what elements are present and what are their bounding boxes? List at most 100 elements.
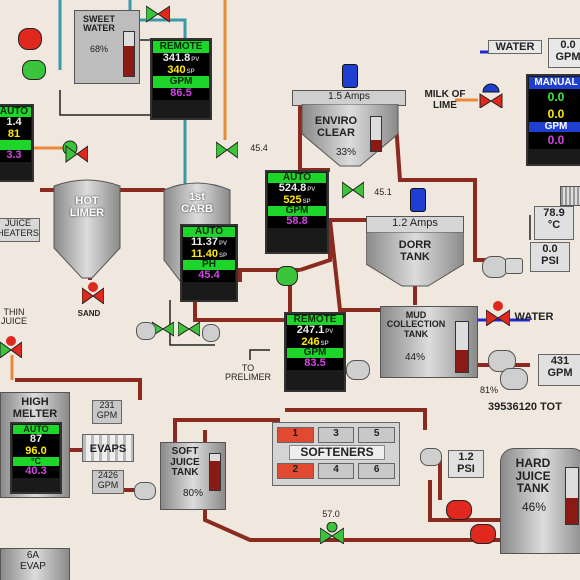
sp-value: 525 xyxy=(283,193,302,206)
valve-45-4-output: 45.4 xyxy=(250,143,268,153)
sand-label: SAND xyxy=(77,309,101,318)
pv-value: 0.0 xyxy=(529,89,580,106)
output-value: 58.8 xyxy=(268,216,326,228)
unit-label: GPM xyxy=(529,122,580,133)
softener-cell-4[interactable]: 4 xyxy=(317,463,355,479)
remote-flow-panel-1[interactable]: REMOTE 341.8PV 340SP GPM 86.5 xyxy=(150,38,212,120)
heater-stack xyxy=(560,186,580,206)
carb-ph-panel[interactable]: AUTO 11.37PV 11.40SP PH 45.4 xyxy=(180,224,238,302)
juice-heaters-box[interactable]: JUICE HEATERS xyxy=(0,218,40,242)
manual-lime-panel[interactable]: MANUAL 0.0 0.0 GPM 0.0 xyxy=(526,74,580,166)
softener-cell-1[interactable]: 1 xyxy=(277,427,314,443)
prelimer-pump[interactable] xyxy=(346,360,370,380)
softener-cell-3[interactable]: 3 xyxy=(317,427,355,443)
soft-juice-valve[interactable] xyxy=(319,521,345,549)
thin-juice-label: THIN JUICE xyxy=(0,307,27,327)
dorr-pump-motor[interactable] xyxy=(505,258,523,274)
soft-juice-tank[interactable]: SOFT JUICE TANK 80% xyxy=(160,442,226,510)
evap-6a-label: 6A EVAP xyxy=(20,550,46,572)
unit-label: GPM xyxy=(287,348,343,359)
panel-mode: AUTO xyxy=(0,107,31,117)
temperature-value: 78.9 xyxy=(543,207,565,219)
carb-inlet-valve[interactable] xyxy=(215,140,239,165)
output-value: 0.0 xyxy=(529,132,580,149)
sp-value: 11.40 xyxy=(191,247,218,260)
dorr-tank-label: DORR TANK xyxy=(398,239,432,263)
evaps-box[interactable]: EVAPS xyxy=(82,434,134,462)
carb-drain-valve-2[interactable] xyxy=(177,320,201,343)
softener-cell-5[interactable]: 5 xyxy=(358,427,396,443)
thin-juice-valve[interactable] xyxy=(0,336,23,363)
sweet-water-tank[interactable]: SWEET WATER 68% xyxy=(74,10,140,84)
dorr-amps-header: 1.2 Amps xyxy=(366,216,464,234)
mud-tank-level-text: 44% xyxy=(404,352,425,363)
top-left-pump-2[interactable] xyxy=(22,60,46,80)
high-melter-label: HIGH MELTER xyxy=(12,396,58,420)
panel-mode: REMOTE xyxy=(153,41,209,53)
pressure-readout: 0.0 PSI xyxy=(530,242,570,272)
evap-flow-2-unit: GPM xyxy=(97,479,119,490)
evap-flow-1-value: 231 xyxy=(99,400,115,410)
unit-label: °C xyxy=(13,457,59,467)
sp-value: 0.0 xyxy=(529,105,580,123)
hot-limer-inlet-valve[interactable] xyxy=(62,140,89,169)
carb-recirc-pump[interactable] xyxy=(136,322,156,340)
pressure-value: 0.0 xyxy=(542,243,558,255)
mud-tank-water-valve[interactable] xyxy=(485,300,511,331)
mud-collection-tank[interactable]: MUD COLLECTION TANK 44% xyxy=(380,306,478,378)
panel-mode: AUTO xyxy=(183,227,235,237)
mud-tank-level-bar xyxy=(455,321,469,373)
softener-cell-2[interactable]: 2 xyxy=(277,463,314,479)
remote-flow-panel-2[interactable]: REMOTE 247.1PV 246SP GPM 83.5 xyxy=(284,312,346,392)
valve-45-1-output: 45.1 xyxy=(374,187,392,197)
dorr-tank-vessel[interactable] xyxy=(366,232,464,288)
hard-juice-pump-1[interactable] xyxy=(446,500,472,520)
softeners-bank[interactable]: 1 3 5 SOFTENERS 2 4 6 xyxy=(272,422,400,486)
evap-flow-1-unit: GPM xyxy=(96,409,118,420)
first-carb-label: 1st CARB xyxy=(181,191,213,215)
evap-pump[interactable] xyxy=(134,482,156,500)
pv-value: 87 xyxy=(13,433,59,446)
softener-pressure-unit: PSI xyxy=(457,463,475,476)
hard-juice-tank[interactable]: HARD JUICE TANK 46% xyxy=(500,448,580,554)
unit-label: GPM xyxy=(268,206,326,217)
enviro-clear-agitator[interactable] xyxy=(342,64,358,88)
enviro-clear-outlet-valve[interactable] xyxy=(341,180,365,205)
hot-limer-vessel[interactable] xyxy=(52,178,122,288)
carb-pump-motor[interactable] xyxy=(276,266,298,286)
temperature-readout: 78.9 °C xyxy=(534,206,574,240)
temperature-unit: °C xyxy=(547,219,561,232)
softeners-label: SOFTENERS xyxy=(289,445,385,460)
soft-juice-level-bar xyxy=(209,453,221,491)
evap-6a[interactable]: 6A EVAP xyxy=(0,548,70,580)
left-auto-panel[interactable]: AUTO 1.4 81 3.3 xyxy=(0,104,34,182)
panel-mode: MANUAL xyxy=(529,77,580,89)
water-flow-label: WATER xyxy=(488,40,542,54)
panel-mode: REMOTE xyxy=(287,315,343,325)
milk-of-lime-valve[interactable] xyxy=(478,82,504,113)
sweet-water-valve[interactable] xyxy=(145,0,171,29)
hard-juice-label: HARD JUICE TANK xyxy=(515,456,551,496)
sweet-water-label: SWEET WATER xyxy=(82,14,115,34)
enviro-clear-flow-panel[interactable]: AUTO 524.8PV 525SP GPM 58.8 xyxy=(265,170,329,254)
soft-juice-level-text: 80% xyxy=(182,488,203,499)
melter-temp-panel[interactable]: AUTO 87 96.0 °C 40.3 xyxy=(10,422,62,494)
mud-flow-unit: GPM xyxy=(547,367,573,380)
sp-value: 246 xyxy=(301,335,320,348)
dorr-agitator[interactable] xyxy=(410,188,426,212)
top-left-pump[interactable] xyxy=(18,28,42,50)
evap-flow-2-value: 2426 xyxy=(97,470,119,480)
unit-label: GPM xyxy=(153,76,209,89)
output-value: 40.3 xyxy=(13,466,59,478)
mud-tank-label: MUD COLLECTION TANK xyxy=(386,310,446,339)
carb-recirc-pump-2[interactable] xyxy=(202,324,220,342)
hard-juice-level-bar xyxy=(565,467,579,525)
hard-juice-pump-2[interactable] xyxy=(470,524,496,544)
panel-mode: AUTO xyxy=(13,425,59,434)
softener-pump[interactable] xyxy=(420,448,442,466)
water-flow-value: 0.0 xyxy=(560,39,576,51)
sand-valve[interactable] xyxy=(81,282,105,309)
softener-cell-6[interactable]: 6 xyxy=(358,463,396,479)
mud-pump-lower[interactable] xyxy=(500,368,528,390)
